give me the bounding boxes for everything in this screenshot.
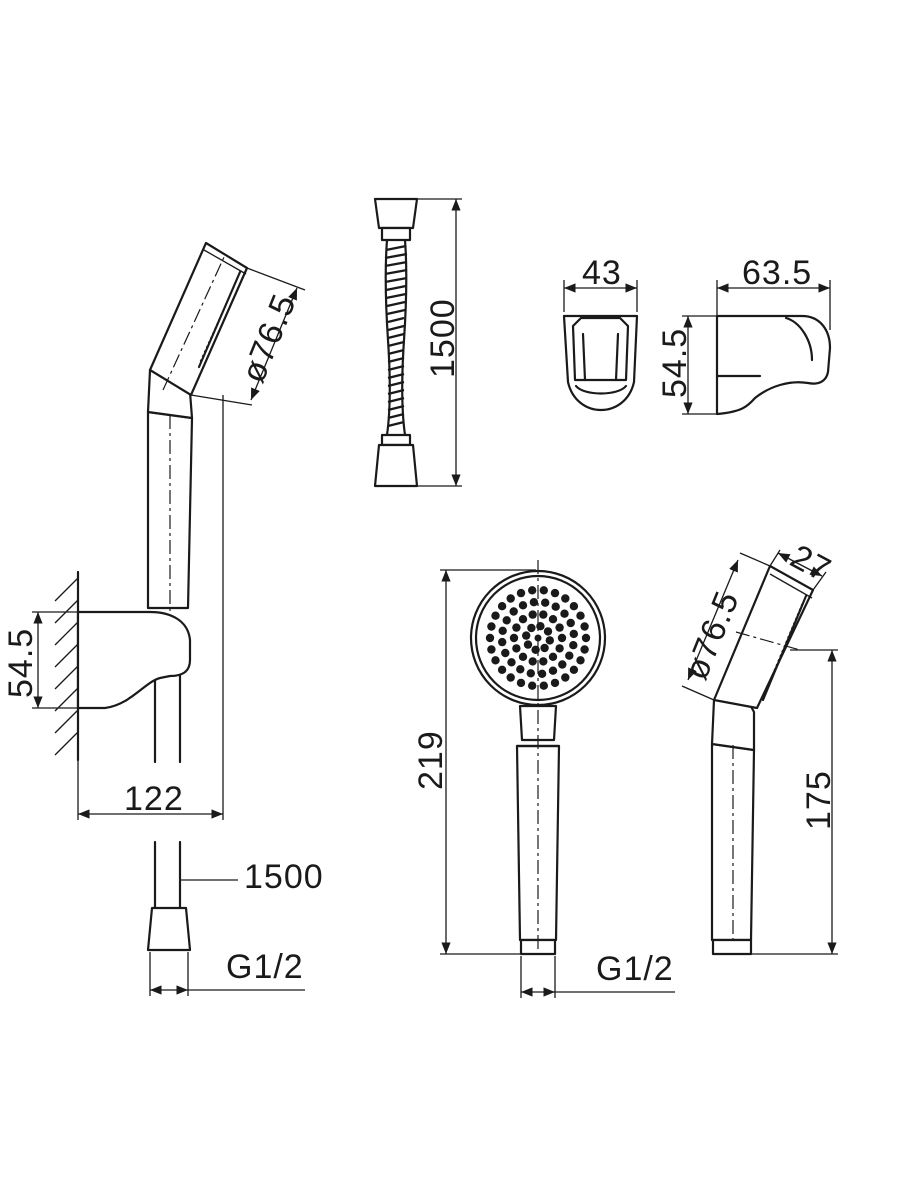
- wall-hatch: [54, 570, 80, 762]
- wall-holder: [76, 610, 192, 710]
- nozzle: [528, 586, 537, 595]
- nozzle: [537, 669, 547, 678]
- nozzle: [502, 616, 511, 625]
- nozzle: [539, 586, 548, 595]
- nozzle: [518, 601, 528, 610]
- nozzle: [516, 588, 526, 598]
- holder-depth-label: 63.5: [742, 254, 812, 292]
- nozzle: [548, 615, 558, 624]
- hose-length-callout-label: 1500: [244, 858, 324, 896]
- nozzle: [581, 633, 591, 643]
- nozzle: [561, 673, 570, 682]
- holder-side-view: 63.5 54.5: [656, 254, 832, 416]
- hose-thread-label: G1/2: [226, 948, 304, 986]
- nozzle: [540, 643, 549, 653]
- nozzle: [487, 622, 496, 631]
- handset-length-label: 219: [412, 730, 450, 790]
- nozzle: [491, 656, 500, 665]
- nozzle: [560, 609, 569, 618]
- nozzle: [491, 611, 500, 620]
- nozzle: [527, 623, 536, 633]
- nozzle: [512, 644, 521, 653]
- nozzle: [498, 637, 507, 647]
- nozzle: [501, 648, 510, 658]
- nozzle: [528, 657, 537, 666]
- nozzle: [569, 641, 578, 650]
- nozzle: [569, 602, 579, 611]
- nozzle: [522, 631, 531, 640]
- hose-coils: [384, 244, 408, 428]
- nozzle: [526, 669, 535, 678]
- nozzle: [576, 656, 585, 665]
- handset-on-wall-mount-view: ø76.5 54.5 122: [2, 241, 306, 820]
- nozzle: [576, 611, 585, 620]
- hose-bottom-nut: [373, 443, 419, 488]
- nozzle: [487, 645, 496, 654]
- nozzle: [498, 626, 507, 635]
- nozzle: [518, 615, 528, 624]
- nozzle: [569, 629, 578, 639]
- nozzle: [557, 633, 567, 643]
- handset-front-view: 219 G1/2: [412, 560, 675, 998]
- nozzle: [545, 636, 554, 645]
- nozzle: [506, 673, 515, 682]
- nozzle: [509, 633, 519, 643]
- nozzle: [561, 594, 570, 603]
- mount-height-label: 54.5: [2, 628, 40, 698]
- nozzle: [539, 681, 548, 690]
- nozzle: [529, 598, 539, 607]
- nozzle: [555, 623, 564, 632]
- hose-end-view: 1500 G1/2: [146, 840, 324, 996]
- holder-height-label: 54.5: [656, 328, 694, 398]
- hose-nut: [146, 906, 192, 952]
- nozzle: [523, 640, 533, 649]
- handset-thread-label: G1/2: [596, 950, 674, 988]
- nozzle: [548, 652, 558, 661]
- handset-side-view: ø76.5 27 175: [677, 538, 838, 956]
- nozzle: [548, 666, 558, 675]
- nozzle: [518, 652, 528, 661]
- nozzle: [580, 622, 589, 631]
- mount-projection-label: 122: [124, 780, 184, 818]
- nozzle: [497, 665, 507, 674]
- nozzle: [539, 657, 548, 666]
- nozzle: [565, 651, 574, 660]
- nozzle: [558, 660, 567, 669]
- nozzle: [512, 623, 521, 632]
- holder-front-view: 43: [562, 254, 639, 412]
- nozzle: [497, 602, 507, 611]
- handset-height-label: 175: [800, 770, 838, 830]
- nozzle: [543, 627, 553, 636]
- nozzle: [550, 588, 560, 598]
- nozzle: [566, 618, 575, 628]
- hose-top-nut: [373, 197, 419, 230]
- head-diameter-side-label: ø76.5: [234, 289, 304, 388]
- nozzle: [580, 645, 589, 654]
- spray-nozzles: [485, 586, 591, 690]
- nozzle: [550, 678, 560, 688]
- holder-width-label: 43: [582, 254, 622, 292]
- hose-upper: [153, 673, 182, 764]
- nozzle: [516, 665, 525, 674]
- nozzle: [539, 610, 548, 619]
- nozzle: [506, 594, 515, 603]
- nozzle: [516, 678, 526, 688]
- nozzle: [541, 598, 550, 607]
- nozzle: [528, 610, 537, 619]
- flexible-hose-view: 1500: [373, 197, 462, 488]
- nozzle: [509, 607, 518, 616]
- nozzle: [507, 658, 516, 667]
- nozzle: [555, 644, 564, 653]
- nozzle: [551, 602, 560, 611]
- nozzle: [485, 633, 495, 643]
- hose-length-label: 1500: [424, 298, 462, 378]
- nozzle: [528, 681, 537, 690]
- nozzle: [569, 665, 579, 674]
